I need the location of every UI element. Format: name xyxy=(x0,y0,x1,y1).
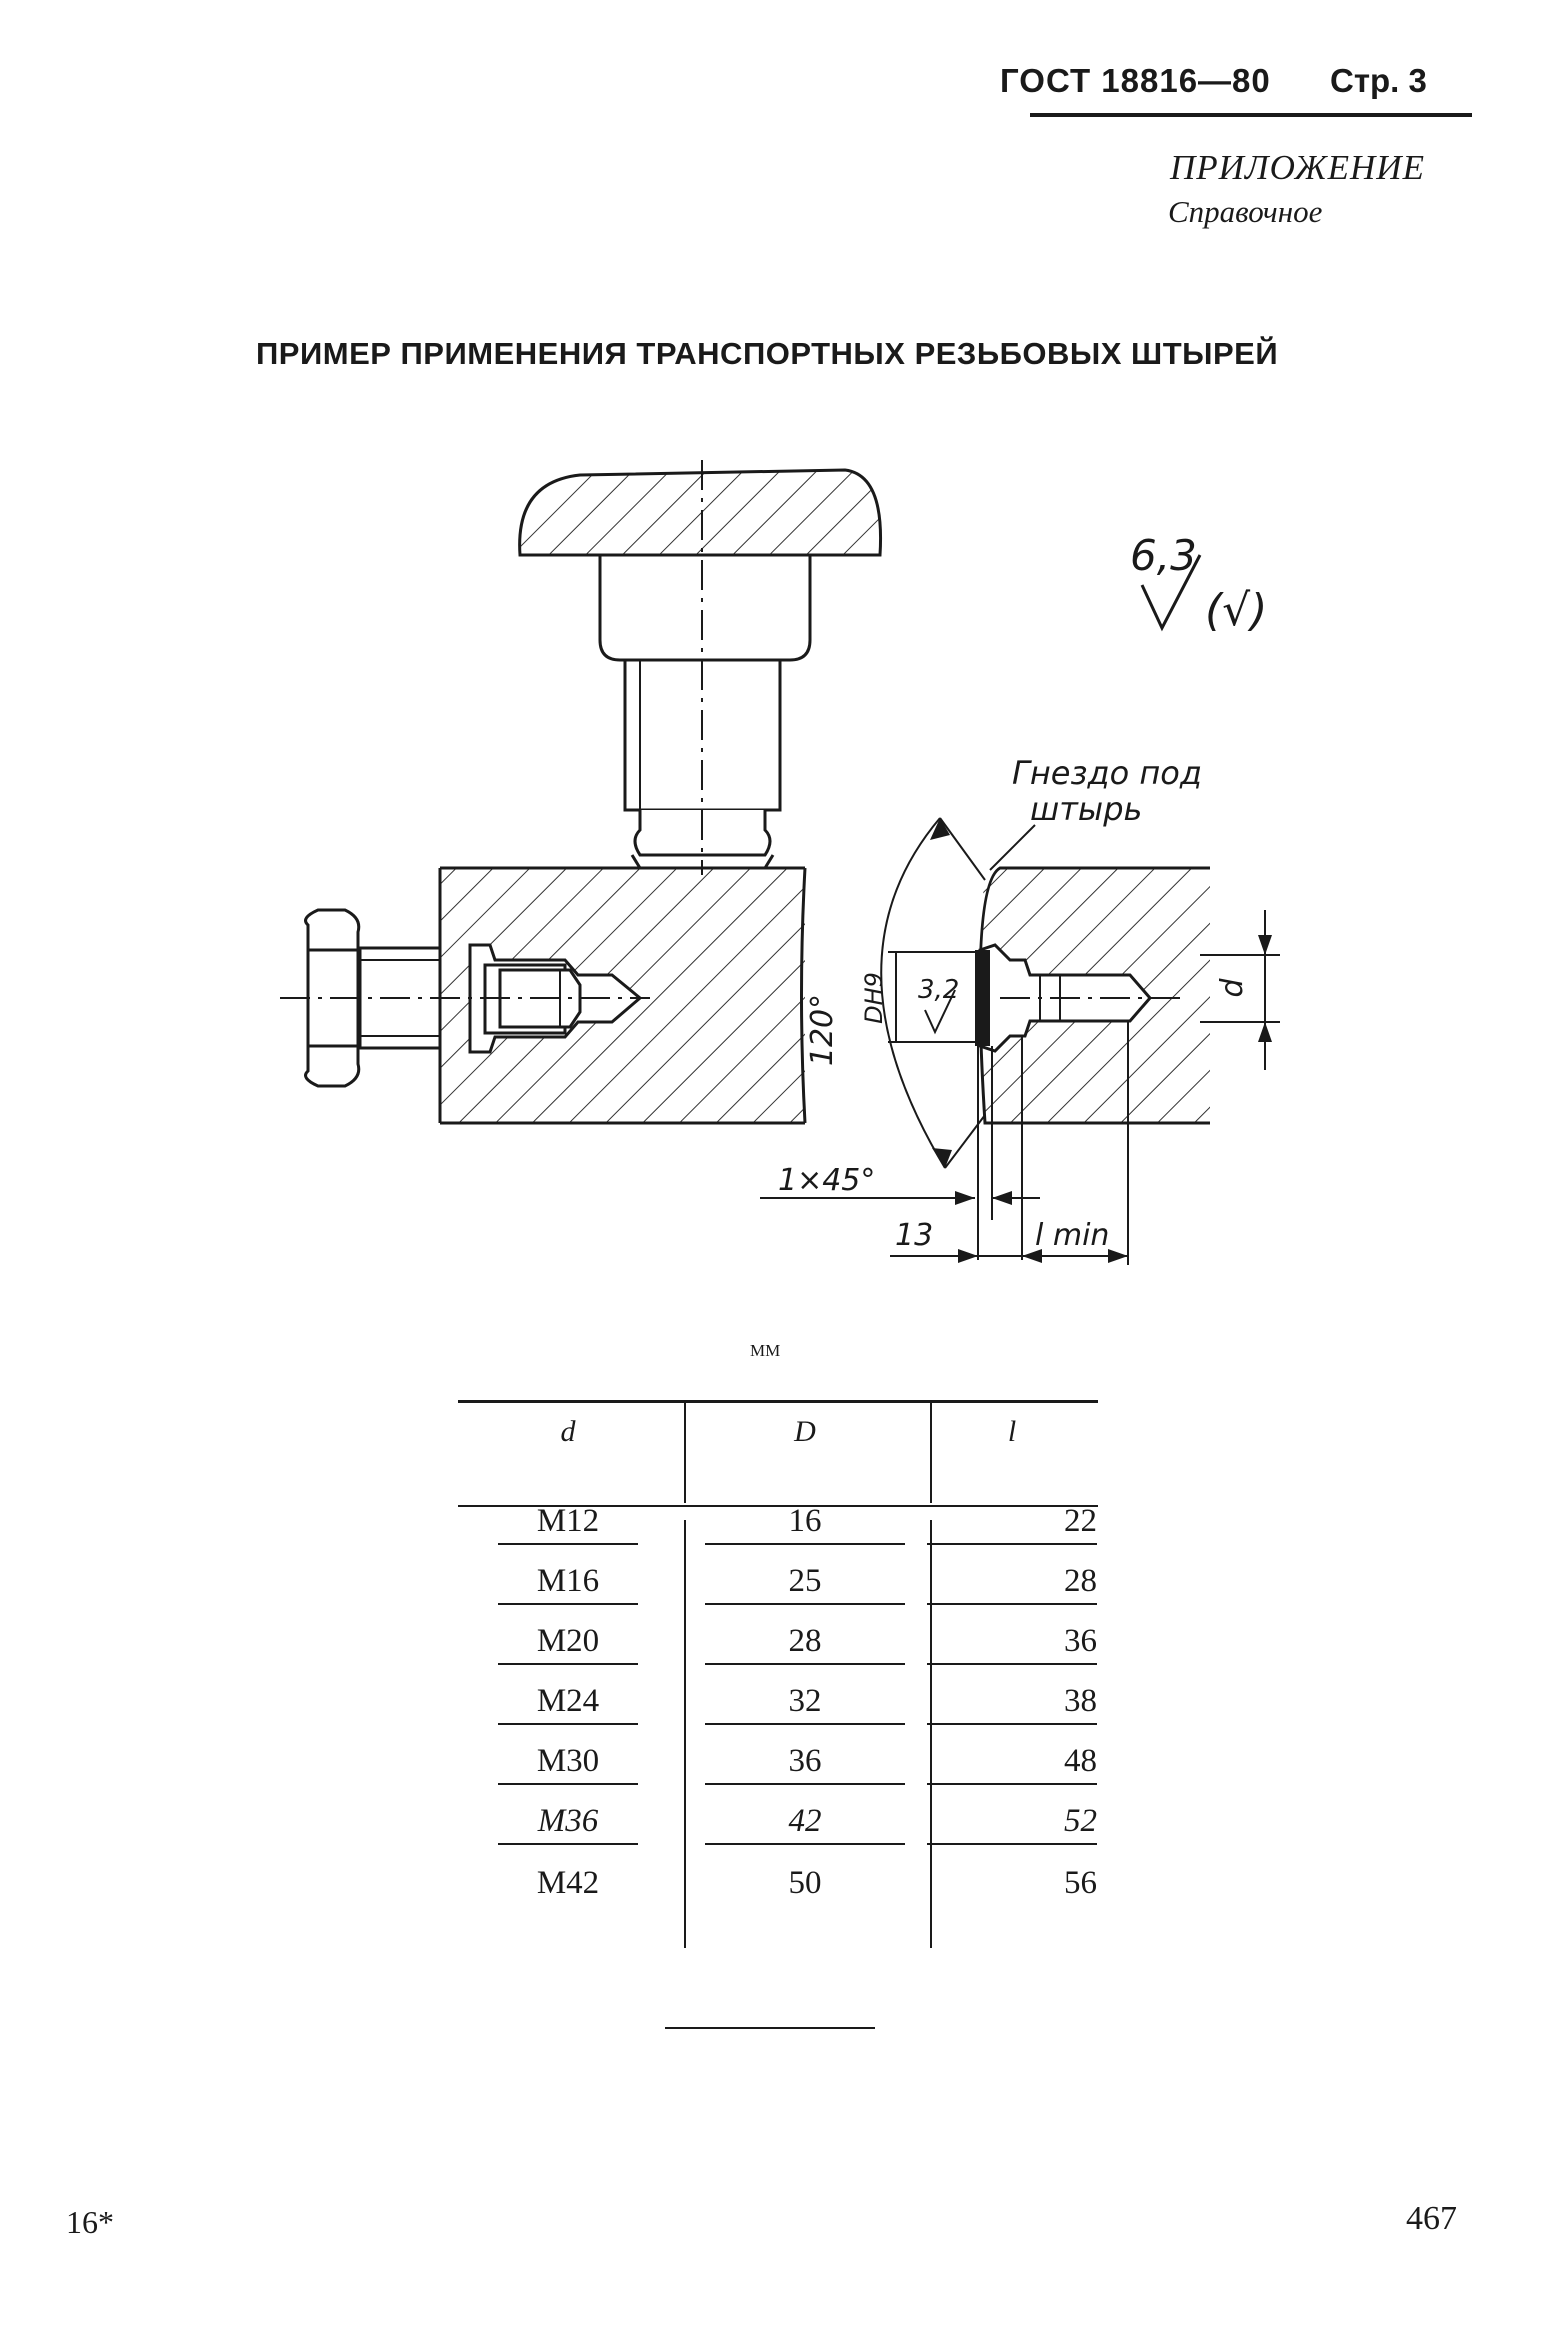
footer-signature: 16* xyxy=(66,2204,114,2240)
roughness-paren: (√) xyxy=(1205,585,1267,636)
cell-D: 50 xyxy=(788,1865,822,1901)
table-row: M20 28 36 xyxy=(452,1605,1098,1665)
cell-d: M36 xyxy=(498,1803,638,1845)
page-label: Стр. 3 xyxy=(1330,62,1427,99)
cell-l: 52 xyxy=(927,1803,1097,1845)
header-l: l xyxy=(1007,1414,1017,1448)
table-top-rule xyxy=(458,1400,1098,1403)
table-col-divider-2 xyxy=(930,1400,932,1503)
end-rule xyxy=(665,2027,875,2029)
cell-D: 16 xyxy=(705,1503,905,1545)
workpiece-right: DH9 3,2 d xyxy=(760,866,1280,1265)
figure-title: ПРИМЕР ПРИМЕНЕНИЯ ТРАНСПОРТНЫХ РЕЗЬБОВЫХ… xyxy=(256,336,1279,371)
surface-label: 3,2 xyxy=(918,975,959,1005)
cell-D: 25 xyxy=(705,1563,905,1605)
header-rule xyxy=(1030,113,1472,117)
roughness-symbol: 6,3 (√) xyxy=(1130,531,1267,636)
table-row: M30 36 48 xyxy=(452,1725,1098,1785)
handle-cap xyxy=(518,460,883,875)
table-body-divider-2 xyxy=(930,1520,932,1948)
roughness-value: 6,3 xyxy=(1130,531,1197,580)
cell-D: 28 xyxy=(705,1623,905,1665)
cell-d: M24 xyxy=(498,1683,638,1725)
table-row: M36 42 52 xyxy=(452,1785,1098,1845)
cell-l: 38 xyxy=(927,1683,1097,1725)
bore-label: DH9 xyxy=(860,972,888,1024)
table-header-rule xyxy=(458,1505,1098,1507)
cell-l: 48 xyxy=(927,1743,1097,1785)
socket-label-1: Гнездо под xyxy=(1012,754,1202,792)
dim-13: 13 xyxy=(895,1218,933,1253)
technical-drawing: 120° DH9 3,2 d xyxy=(280,460,1280,1265)
cell-D: 36 xyxy=(705,1743,905,1785)
chamfer-label: 1×45° xyxy=(778,1163,875,1198)
table-col-divider-1 xyxy=(684,1400,686,1503)
table-unit: мм xyxy=(750,1336,781,1362)
cell-l: 36 xyxy=(927,1623,1097,1665)
cell-D: 42 xyxy=(705,1803,905,1845)
angle-label: 120° xyxy=(805,994,840,1066)
cell-l: 22 xyxy=(927,1503,1097,1545)
socket-label-2: штырь xyxy=(1030,790,1142,828)
appendix-type: Справочное xyxy=(1168,194,1323,229)
standard-number: ГОСТ 18816—80 xyxy=(1000,62,1271,99)
dim-lmin: l min xyxy=(1035,1218,1109,1253)
appendix-title: ПРИЛОЖЕНИЕ xyxy=(1170,148,1425,187)
header-d: d xyxy=(560,1414,576,1448)
table-row: M24 32 38 xyxy=(452,1665,1098,1725)
dimensions-table: d D l M12 16 22 M16 25 28 M20 28 36 M24 32 38 M3… xyxy=(452,1378,1098,1905)
angle-dimension: 120° xyxy=(805,817,986,1169)
table-row: M42 50 56 xyxy=(452,1845,1098,1905)
workpiece-left xyxy=(280,866,807,1125)
cell-d: M12 xyxy=(498,1503,638,1545)
cell-d: M20 xyxy=(498,1623,638,1665)
dim-d: d xyxy=(1215,978,1250,998)
table-row: M12 16 22 xyxy=(452,1485,1098,1545)
header-D: D xyxy=(794,1414,816,1448)
cell-d: M42 xyxy=(536,1865,600,1901)
cell-d: M30 xyxy=(498,1743,638,1785)
cell-l: 56 xyxy=(1064,1865,1097,1901)
table-body-divider-1 xyxy=(684,1520,686,1948)
footer-page-number: 467 xyxy=(1406,2200,1457,2237)
table-row: M16 25 28 xyxy=(452,1545,1098,1605)
cell-d: M16 xyxy=(498,1563,638,1605)
cell-l: 28 xyxy=(927,1563,1097,1605)
cell-D: 32 xyxy=(705,1683,905,1725)
